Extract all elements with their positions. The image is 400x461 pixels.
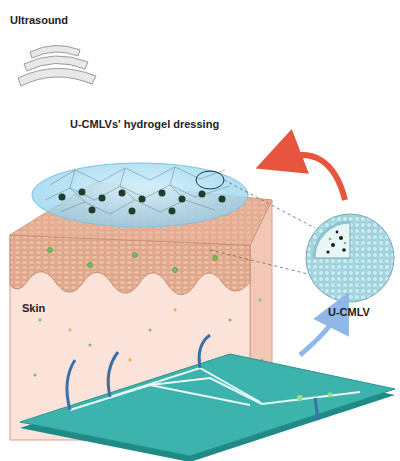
figure-label: U-CMLVs' hydrogel dressing	[70, 118, 219, 131]
vesicle-sphere	[306, 214, 394, 302]
ultrasound-waves	[18, 45, 96, 86]
transfer-arrow	[278, 155, 345, 200]
microfluidic-chip	[20, 335, 395, 461]
hydrogel-dressing	[32, 163, 248, 227]
figure-label: Ultrasound	[10, 14, 68, 27]
zoom-lines	[210, 180, 315, 275]
figure-label: U-CMLV	[328, 306, 370, 319]
figure-label: Skin	[22, 302, 45, 315]
